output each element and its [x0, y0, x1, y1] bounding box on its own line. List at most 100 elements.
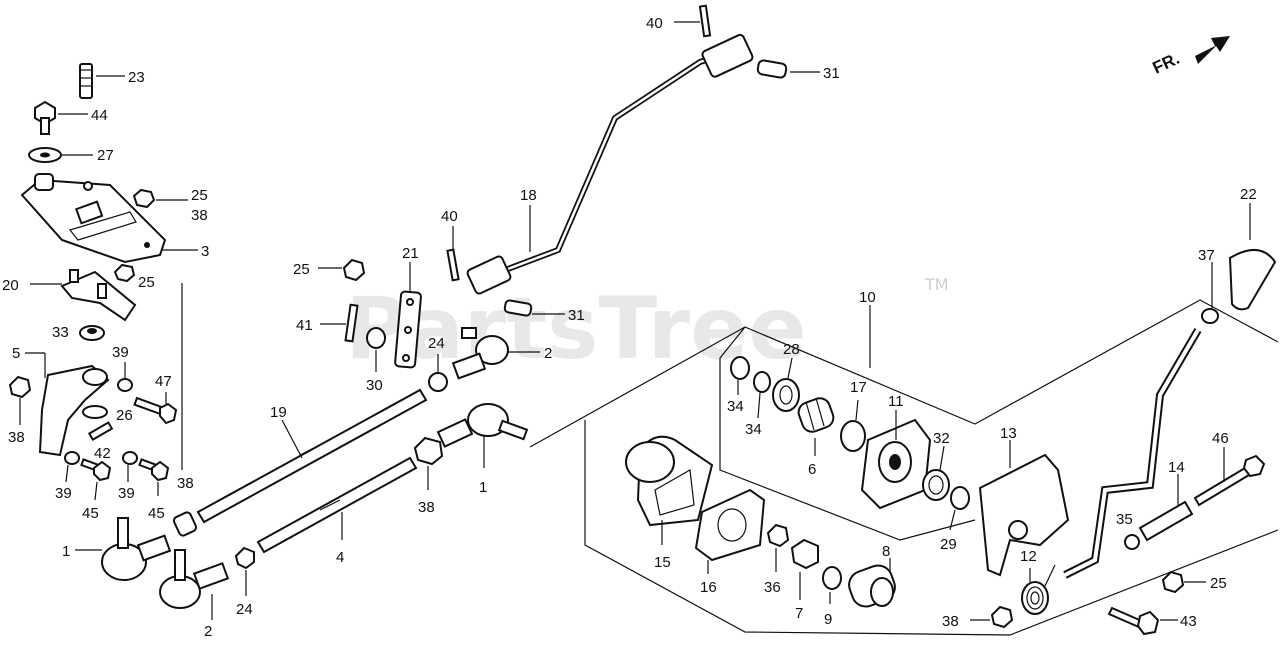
callout-42[interactable]: 42: [94, 445, 111, 462]
callout-28[interactable]: 28: [783, 341, 800, 358]
callout-38-e[interactable]: 38: [942, 613, 959, 630]
callout-39-c[interactable]: 39: [118, 485, 135, 502]
callout-17[interactable]: 17: [850, 379, 867, 396]
callout-45-b[interactable]: 45: [148, 505, 165, 522]
callout-38[interactable]: 38: [191, 207, 208, 224]
part-41-pin: [344, 303, 359, 343]
callout-27[interactable]: 27: [97, 147, 114, 164]
callout-40-b[interactable]: 40: [646, 15, 663, 32]
part-1-ball-joint: [101, 517, 172, 581]
part-40-pin-b: [698, 4, 712, 38]
callout-34-b[interactable]: 34: [745, 421, 762, 438]
callout-47[interactable]: 47: [155, 373, 172, 390]
callout-1[interactable]: 1: [62, 543, 70, 560]
part-29-washer: [950, 486, 970, 510]
part-13-bracket: [978, 453, 1070, 577]
callout-41[interactable]: 41: [296, 317, 313, 334]
part-28-ring: [772, 378, 800, 412]
callout-30[interactable]: 30: [366, 377, 383, 394]
callout-4[interactable]: 4: [336, 549, 344, 566]
callout-45-a[interactable]: 45: [82, 505, 99, 522]
callout-21[interactable]: 21: [402, 245, 419, 262]
callout-14[interactable]: 14: [1168, 459, 1185, 476]
callout-23[interactable]: 23: [128, 69, 145, 86]
part-11-plate: [860, 418, 932, 510]
front-arrow-icon: [1195, 36, 1230, 64]
callout-38-d[interactable]: 38: [418, 499, 435, 516]
callout-10[interactable]: 10: [859, 289, 876, 306]
callout-24-b[interactable]: 24: [428, 335, 445, 352]
callout-39-b[interactable]: 39: [55, 485, 72, 502]
part-24-nut: [234, 546, 255, 570]
part-25-nut-d: [1161, 570, 1185, 594]
callout-18[interactable]: 18: [520, 187, 537, 204]
callout-31-b[interactable]: 31: [823, 65, 840, 82]
callout-12[interactable]: 12: [1020, 548, 1037, 565]
front-direction-indicator: FR.: [1150, 36, 1230, 78]
callout-46[interactable]: 46: [1212, 430, 1229, 447]
callout-2-b[interactable]: 2: [544, 345, 552, 362]
callout-6[interactable]: 6: [808, 461, 816, 478]
callout-38-b[interactable]: 38: [8, 429, 25, 446]
callout-38-c[interactable]: 38: [177, 475, 194, 492]
callout-37[interactable]: 37: [1198, 247, 1215, 264]
callout-8[interactable]: 8: [882, 543, 890, 560]
part-45-bolt-b: [138, 458, 170, 482]
assembly-outline-right: [529, 299, 1279, 636]
callout-32[interactable]: 32: [933, 430, 950, 447]
direction-label: FR.: [1150, 49, 1183, 78]
part-24-nut-b: [428, 372, 448, 392]
callout-44[interactable]: 44: [91, 107, 108, 124]
callout-43[interactable]: 43: [1180, 613, 1197, 630]
part-31-pin-b: [756, 59, 788, 79]
callout-16[interactable]: 16: [700, 579, 717, 596]
callout-13[interactable]: 13: [1000, 425, 1017, 442]
part-12-spring: [1021, 564, 1056, 615]
part-17-ring: [840, 420, 866, 452]
callout-24[interactable]: 24: [236, 601, 253, 618]
part-36-nut: [766, 523, 790, 548]
part-25-nut-c: [342, 258, 366, 282]
callout-15[interactable]: 15: [654, 554, 671, 571]
part-8-bushing: [848, 564, 896, 608]
callout-35[interactable]: 35: [1116, 511, 1133, 528]
part-44-bolt: [34, 100, 56, 135]
callout-25-b[interactable]: 25: [138, 274, 155, 291]
callout-36[interactable]: 36: [764, 579, 781, 596]
callout-33[interactable]: 33: [52, 324, 69, 341]
callout-9[interactable]: 9: [824, 611, 832, 628]
callout-7[interactable]: 7: [795, 605, 803, 622]
callout-29[interactable]: 29: [940, 536, 957, 553]
part-38-nut-d: [413, 436, 444, 466]
part-3-plate: [20, 173, 167, 264]
part-21-link: [394, 290, 422, 369]
callout-1-b[interactable]: 1: [479, 479, 487, 496]
part-43-bolt: [1107, 606, 1160, 636]
part-27-washer: [28, 147, 62, 163]
part-46-bolt: [1193, 454, 1266, 507]
callout-34[interactable]: 34: [727, 398, 744, 415]
callout-20[interactable]: 20: [2, 277, 19, 294]
part-35-washer: [1124, 534, 1140, 550]
callout-19[interactable]: 19: [270, 404, 287, 421]
callout-31[interactable]: 31: [568, 307, 585, 324]
callout-5[interactable]: 5: [12, 345, 20, 362]
callout-26[interactable]: 26: [116, 407, 133, 424]
part-26-washer: [82, 405, 108, 419]
callout-3[interactable]: 3: [201, 243, 209, 260]
part-5-arm: [38, 364, 110, 457]
callout-11[interactable]: 11: [888, 393, 904, 410]
callout-22[interactable]: 22: [1240, 186, 1257, 203]
part-15-boot: [625, 435, 714, 527]
callout-39-a[interactable]: 39: [112, 344, 129, 361]
part-45-bolt-a: [80, 458, 112, 482]
part-32-ring: [922, 469, 950, 501]
callout-2[interactable]: 2: [204, 623, 212, 640]
callout-25-c[interactable]: 25: [293, 261, 310, 278]
callout-40[interactable]: 40: [441, 208, 458, 225]
part-39-washer-c: [122, 451, 138, 465]
callout-25[interactable]: 25: [191, 187, 208, 204]
callout-25-d[interactable]: 25: [1210, 575, 1227, 592]
watermark: PartsTree: [345, 279, 807, 379]
